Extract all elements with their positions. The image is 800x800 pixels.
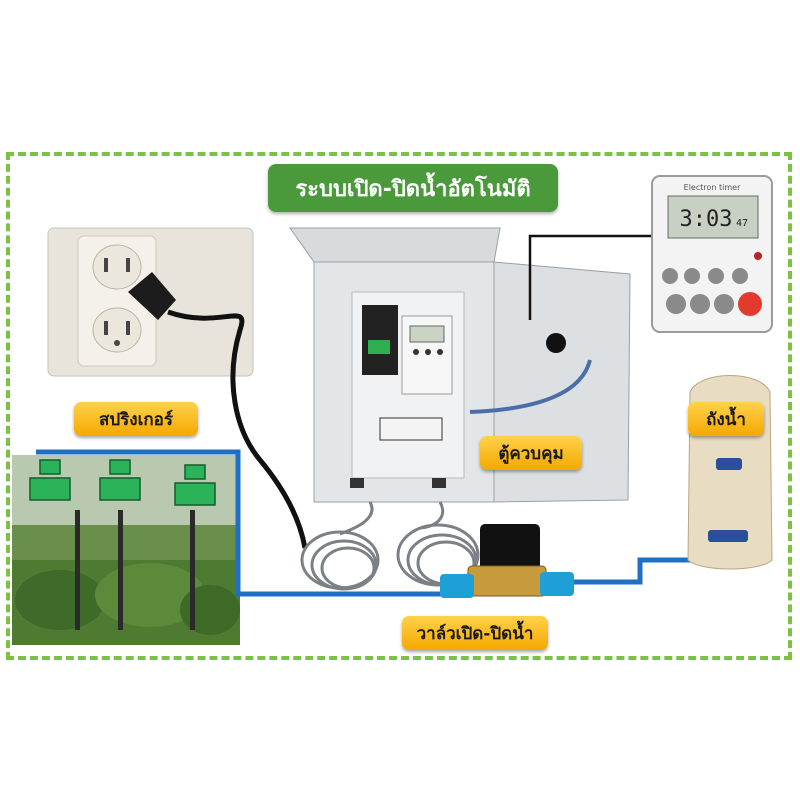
valve-label: วาล์วเปิด-ปิดน้ำ	[402, 616, 548, 650]
timer-brand-text: Electron timer	[684, 183, 741, 192]
timer-display-seconds: 47	[736, 218, 748, 229]
dashed-border-frame	[6, 152, 792, 660]
system-title: ระบบเปิด-ปิดน้ำอัตโนมัติ	[268, 164, 558, 212]
solenoid-valve	[440, 524, 574, 598]
power-cord	[167, 309, 308, 549]
timer-display-text: 3:03	[680, 207, 733, 232]
sprinkler-label: สปริงเกอร์	[74, 402, 198, 436]
water-tank-label: ถังน้ำ	[688, 402, 764, 436]
timer-connector-line	[528, 234, 660, 320]
digital-timer-device	[651, 175, 773, 333]
control-box-label: ตู้ควบคุม	[480, 436, 582, 470]
garden-sprinkler-photo	[12, 455, 240, 645]
wall-outlet	[47, 227, 254, 377]
